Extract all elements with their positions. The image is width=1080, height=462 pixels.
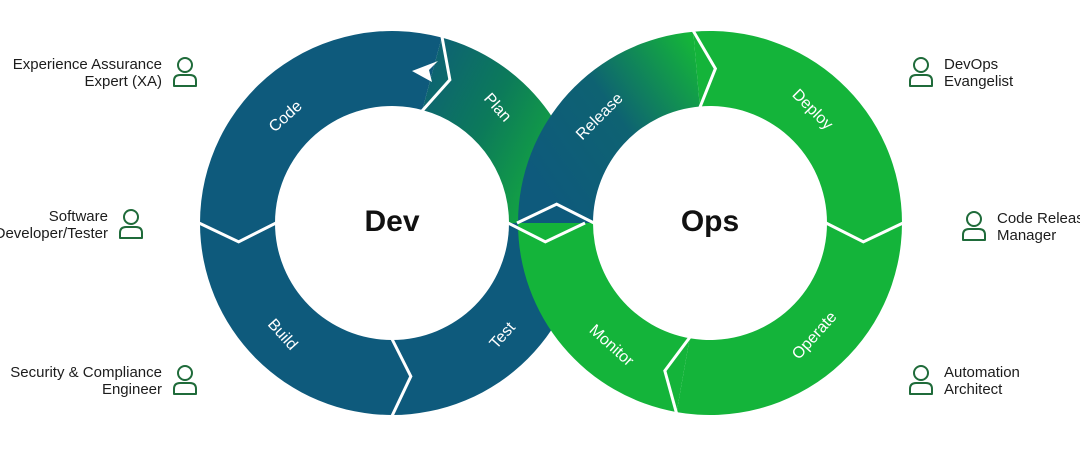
segment-separator — [663, 336, 692, 414]
role-name-line1: Experience Assurance — [12, 56, 162, 73]
person-icon — [962, 211, 986, 241]
role-name-line1: Automation — [944, 364, 1020, 381]
stage-segment-monitor — [518, 223, 690, 413]
person-icon — [119, 209, 143, 239]
role-name-line2: Engineer — [101, 381, 162, 398]
flow-arrow-icon — [412, 61, 438, 82]
hub-label-ops: Ops — [681, 205, 739, 238]
person-icon — [173, 57, 197, 87]
segment-separator — [691, 29, 718, 108]
segment-separator — [507, 221, 586, 244]
segment-separator — [198, 221, 277, 244]
role-name-line1: Security & Compliance — [10, 364, 162, 381]
stage-segment-deploy — [693, 30, 903, 224]
role-code-release-manager: Code Release Manager — [961, 210, 1080, 244]
role-name-line2: Evangelist — [944, 73, 1014, 90]
role-software-developer-tester: Software Developer/Tester — [0, 208, 144, 242]
role-automation-architect: Automation Architect — [908, 364, 1020, 398]
hub-label-dev: Dev — [364, 205, 419, 238]
person-icon — [909, 57, 933, 87]
person-icon — [909, 365, 933, 395]
stage-segment-code — [200, 30, 442, 224]
segment-separator — [420, 36, 452, 112]
role-name-line1: Software — [48, 208, 108, 225]
segment-separator — [390, 338, 413, 417]
role-devops-evangelist: DevOps Evangelist — [908, 56, 1013, 90]
person-icon — [173, 365, 197, 395]
role-name-line2: Developer/Tester — [0, 225, 108, 242]
role-name-line1: DevOps — [944, 56, 999, 73]
role-name-line2: Expert (XA) — [84, 73, 162, 90]
role-xa-expert: Experience Assurance Expert (XA) — [13, 56, 198, 90]
stage-segment-build — [200, 223, 392, 415]
stage-segment-operate — [676, 223, 902, 415]
segment-separator — [516, 202, 595, 225]
role-security-compliance-engineer: Security & Compliance Engineer — [10, 364, 198, 398]
role-name-line2: Manager — [997, 227, 1057, 244]
role-name-line1: Code Release — [997, 210, 1080, 227]
segment-separator — [825, 221, 904, 244]
stage-segment-release — [518, 31, 700, 224]
segment-separators — [198, 29, 904, 417]
role-name-line2: Architect — [944, 381, 1003, 398]
